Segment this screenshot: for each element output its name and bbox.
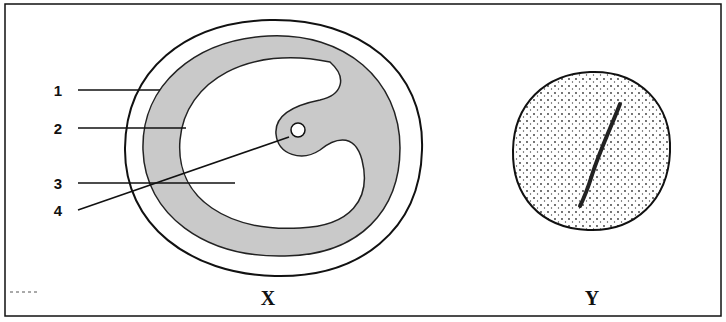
outer-layer	[125, 20, 422, 276]
middle-layer	[143, 36, 400, 256]
callout-number: 4	[54, 203, 62, 218]
leader-line	[78, 127, 186, 129]
leader-line	[78, 137, 289, 210]
callout-number: 2	[54, 121, 62, 136]
central-canal	[291, 123, 305, 137]
figure-letter: Y	[585, 288, 599, 308]
slit	[580, 104, 620, 206]
leader-line	[78, 89, 160, 91]
callout-number: 3	[54, 176, 62, 191]
frame	[5, 4, 721, 316]
callout-number: 1	[54, 83, 62, 98]
figure-letter: X	[261, 288, 275, 308]
dotted-section	[513, 72, 670, 230]
stray-mark	[10, 292, 40, 293]
